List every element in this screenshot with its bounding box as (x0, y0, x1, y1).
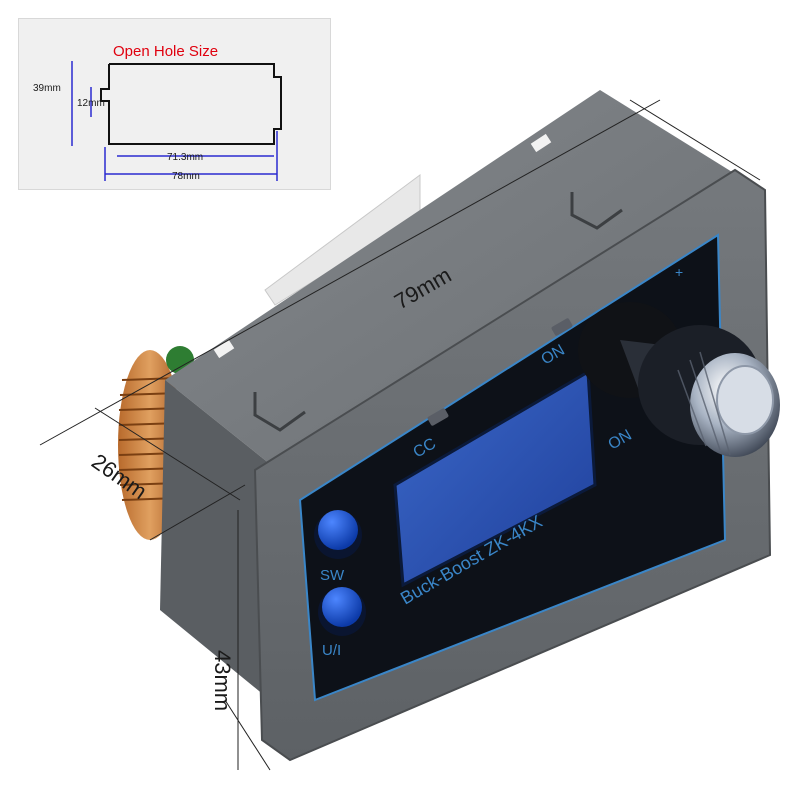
rotary-knob[interactable] (578, 302, 780, 457)
lcd-screen (393, 369, 597, 588)
hole-outline (100, 63, 282, 145)
dimension-lines (39, 99, 761, 771)
open-hole-inset: Open Hole Size 39mm 12mm 71.3mm 78mm (18, 18, 331, 190)
housing-side (160, 380, 290, 700)
cc-led (427, 408, 449, 426)
inset-title: Open Hole Size (113, 43, 219, 60)
housing-top (165, 90, 745, 480)
sw-button[interactable] (314, 510, 362, 559)
clip-slots (253, 192, 623, 432)
inset-dim-713: 71.3mm (167, 152, 203, 163)
label-sw: SW (320, 567, 345, 584)
led-window-right (530, 133, 552, 153)
on-led (551, 318, 573, 336)
inset-dim-78: 78mm (172, 171, 200, 182)
up-button[interactable] (318, 587, 366, 636)
dim-height: 43mm (210, 650, 235, 711)
open-hole-diagram: 39mm 12mm 71.3mm 78mm (33, 61, 282, 182)
inset-dim-12: 12mm (77, 98, 105, 109)
inset-dimension-lines (71, 61, 278, 181)
led-window-left (213, 339, 235, 359)
inset-dim-39: 39mm (33, 83, 61, 94)
label-plus: + (675, 264, 683, 280)
label-ui: U/I (322, 642, 341, 659)
